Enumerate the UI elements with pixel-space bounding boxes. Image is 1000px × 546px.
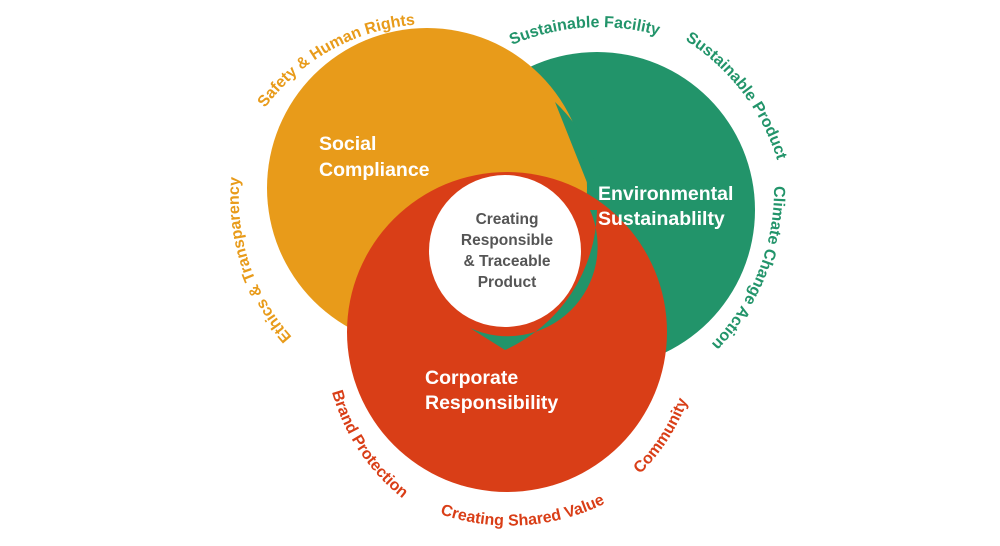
center-text-line1: Creating xyxy=(476,211,539,228)
environmental-title-line2: Sustainablilty xyxy=(598,208,725,230)
label-sustainable-facility: Sustainable Facility xyxy=(507,14,662,49)
center-text-line2: Responsible xyxy=(461,232,554,249)
environmental-title: Environmental xyxy=(598,183,733,205)
social-title: Social xyxy=(319,133,376,155)
corporate-title: Corporate xyxy=(425,367,518,389)
corporate-title-line2: Responsibility xyxy=(425,392,558,414)
label-sustainable-facility-path: Sustainable Facility xyxy=(507,14,662,49)
label-creating-shared-value: Creating Shared Value xyxy=(439,491,607,529)
social-title-line2: Compliance xyxy=(319,159,430,181)
center-circle xyxy=(429,175,581,327)
center-text-line4: Product xyxy=(478,274,537,291)
center-text-line3: & Traceable xyxy=(463,253,550,270)
label-creating-shared-value-path: Creating Shared Value xyxy=(439,491,607,529)
corporate-circle xyxy=(347,172,667,492)
environmental-front-segment xyxy=(470,210,598,350)
